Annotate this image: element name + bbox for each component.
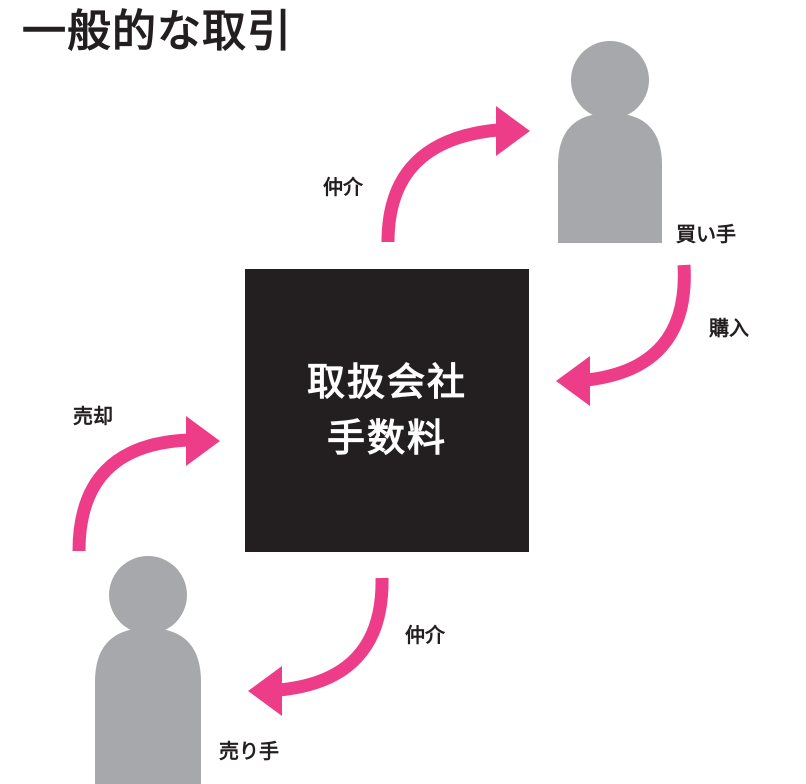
purchase-label: 購入	[709, 316, 749, 340]
broker-company-box: 取扱会社 手数料	[245, 269, 529, 552]
brokerage-top-arrow	[381, 106, 530, 243]
sale-label: 売却	[73, 404, 113, 428]
page-title: 一般的な取引	[22, 6, 292, 57]
brokerage-bottom-label: 仲介	[405, 623, 445, 647]
buyer-person-icon	[558, 41, 662, 243]
commission-label: 手数料	[326, 415, 447, 460]
buyer-label: 買い手	[676, 222, 736, 246]
brokerage-top-label: 仲介	[323, 175, 363, 199]
sale-arrow	[72, 416, 220, 552]
broker-company-label: 取扱会社	[306, 360, 467, 405]
seller-person-icon	[95, 556, 201, 784]
purchase-arrow	[556, 264, 691, 406]
brokerage-bottom-arrow	[248, 577, 389, 716]
seller-label: 売り手	[219, 739, 279, 763]
